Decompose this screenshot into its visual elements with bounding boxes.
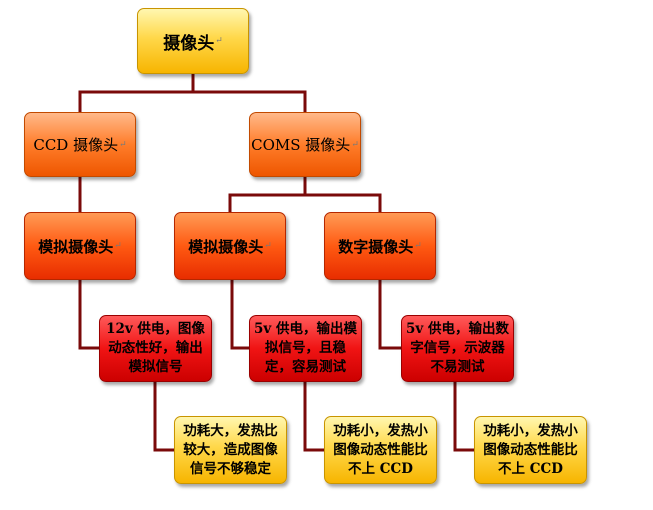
- node-coms-digital: 数字摄像头↵: [324, 212, 436, 280]
- spec-ccd-analog-text: 12v 供电，图像动态性好，输出模拟信号: [106, 321, 205, 375]
- return-mark: ↵: [264, 241, 272, 251]
- spec-ccd-analog: 12v 供电，图像动态性好，输出模拟信号: [99, 315, 212, 382]
- node-ccd-label: CCD 摄像头: [33, 136, 119, 154]
- node-coms-analog: 模拟摄像头↵: [174, 212, 286, 280]
- return-mark: ↵: [114, 241, 122, 251]
- note-ccd-analog-text: 功耗大，发热比较大，造成图像信号不够稳定: [183, 422, 278, 477]
- node-coms-label: COMS 摄像头: [251, 136, 351, 154]
- return-mark: ↵: [414, 241, 422, 251]
- node-coms: COMS 摄像头↵: [249, 112, 361, 177]
- return-mark: ↵: [119, 139, 127, 150]
- spec-coms-analog-text: 5v 供电，输出模拟信号，且稳定，容易测试: [254, 321, 357, 375]
- note-ccd-analog: 功耗大，发热比较大，造成图像信号不够稳定: [174, 416, 287, 484]
- node-coms-digital-label: 数字摄像头: [338, 237, 414, 256]
- connector-ccd-spec-note: [153, 380, 177, 452]
- node-root: 摄像头↵: [137, 8, 249, 74]
- connector-ccd-analog-spec: [78, 278, 102, 350]
- spec-coms-analog: 5v 供电，输出模拟信号，且稳定，容易测试: [249, 315, 362, 382]
- node-root-label: 摄像头: [163, 33, 215, 54]
- note-coms-analog: 功耗小，发热小图像动态性能比不上 CCD: [324, 416, 437, 484]
- note-coms-digital-text: 功耗小，发热小图像动态性能比不上 CCD: [483, 422, 578, 477]
- connector-coms-analog-spec: [230, 278, 252, 350]
- node-coms-analog-label: 模拟摄像头: [188, 237, 264, 256]
- connector-coms-digital-spec-note: [453, 380, 477, 452]
- spec-coms-digital: 5v 供电，输出数字信号，示波器不易测试: [401, 315, 514, 382]
- spec-coms-digital-text: 5v 供电，输出数字信号，示波器不易测试: [406, 321, 509, 375]
- node-ccd: CCD 摄像头↵: [24, 112, 136, 177]
- node-ccd-analog-label: 模拟摄像头: [38, 237, 114, 256]
- note-coms-analog-text: 功耗小，发热小图像动态性能比不上 CCD: [333, 422, 428, 477]
- return-mark: ↵: [215, 36, 223, 46]
- node-ccd-analog: 模拟摄像头↵: [24, 212, 136, 280]
- connector-coms-analog-spec-note: [303, 380, 327, 452]
- note-coms-digital: 功耗小，发热小图像动态性能比不上 CCD: [474, 416, 587, 484]
- return-mark: ↵: [351, 139, 359, 150]
- connector-coms-digital-spec: [378, 278, 404, 350]
